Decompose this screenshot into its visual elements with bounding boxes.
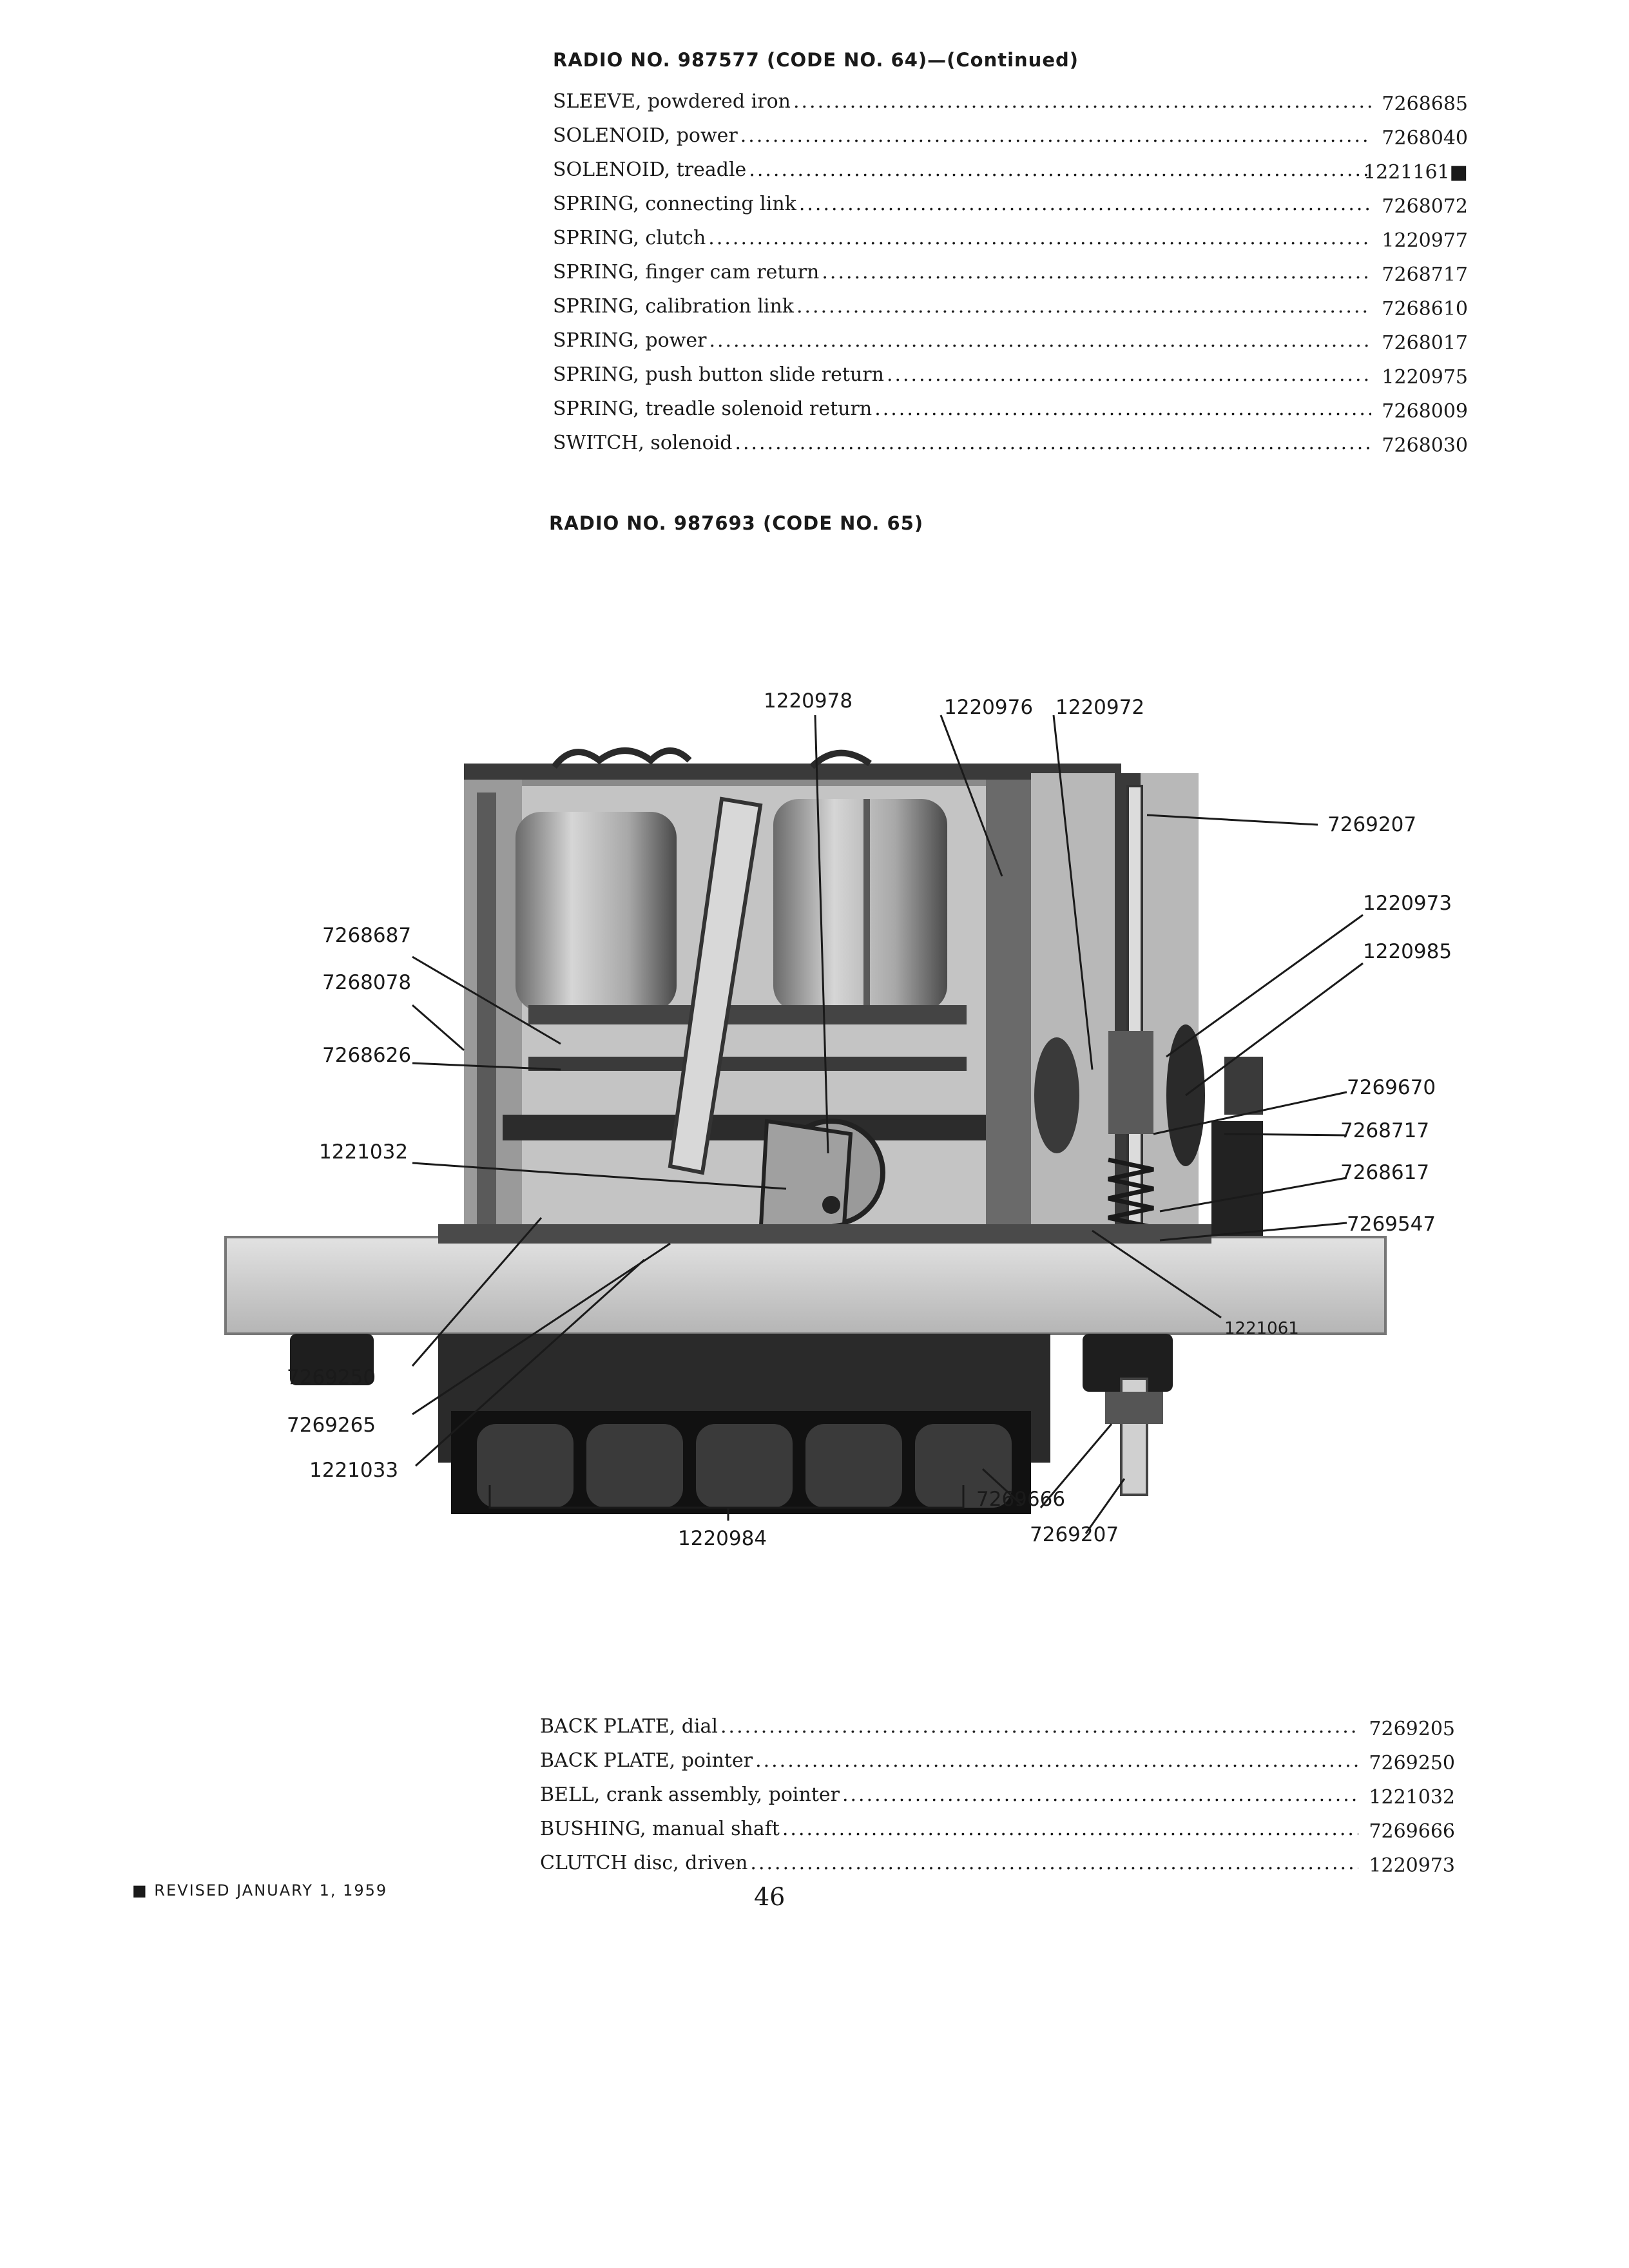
part-name: SOLENOID, power xyxy=(553,124,1371,147)
callout-7269207-top: 7269207 xyxy=(1327,813,1416,836)
part-name: CLUTCH disc, driven xyxy=(540,1852,1358,1874)
list-item: SOLENOID, treadle1221161■ xyxy=(553,151,1468,185)
part-name: SOLENOID, treadle xyxy=(553,159,1371,181)
part-name: SPRING, connecting link xyxy=(553,193,1371,215)
page-number: 46 xyxy=(754,1883,786,1911)
part-name: SPRING, push button slide return xyxy=(553,363,1371,386)
part-number: 1220977 xyxy=(1382,229,1468,252)
leader-lines xyxy=(411,715,1364,1534)
callout-1221061: 1221061 xyxy=(1224,1319,1299,1338)
part-name: SPRING, treadle solenoid return xyxy=(553,398,1371,420)
part-number: 1221032 xyxy=(1369,1786,1455,1809)
part-name: SWITCH, solenoid xyxy=(553,432,1371,454)
list-item: BACK PLATE, dial 7269205 xyxy=(540,1707,1455,1742)
part-number: 7269250 xyxy=(1369,1752,1455,1774)
part-name: SPRING, power xyxy=(553,329,1371,352)
parts-list-continued: SLEEVE, powdered iron 7268685 SOLENOID, p… xyxy=(553,82,1468,458)
list-item: SPRING, clutch 1220977 xyxy=(553,219,1468,253)
list-item: SWITCH, solenoid 7268030 xyxy=(553,424,1468,458)
part-name: BELL, crank assembly, pointer xyxy=(540,1783,1358,1806)
list-item: SOLENOID, power 7268040 xyxy=(553,117,1468,151)
part-number: 7269666 xyxy=(1369,1820,1455,1843)
callout-7269207-bottom: 7269207 xyxy=(1030,1523,1119,1546)
callout-1220973: 1220973 xyxy=(1363,892,1452,915)
callout-1220972: 1220972 xyxy=(1055,696,1144,719)
callout-7269265: 7269265 xyxy=(287,1414,376,1437)
parts-diagram: 1220978 1220976 1220972 7269207 1220973 … xyxy=(224,689,1452,1550)
list-item: CLUTCH disc, driven 1220973 xyxy=(540,1844,1455,1878)
callout-1221033: 1221033 xyxy=(309,1459,398,1482)
part-number: 7268030 xyxy=(1382,434,1468,457)
callout-7268626: 7268626 xyxy=(322,1044,411,1067)
list-item: SPRING, treadle solenoid return 7268009 xyxy=(553,390,1468,424)
list-item: BACK PLATE, pointer 7269250 xyxy=(540,1742,1455,1776)
callout-1221032: 1221032 xyxy=(319,1140,408,1164)
part-number: 1221161■ xyxy=(1364,161,1468,184)
revision-footnote: ■ REVISED JANUARY 1, 1959 xyxy=(132,1881,388,1899)
callout-7269547: 7269547 xyxy=(1347,1213,1436,1236)
list-item: BELL, crank assembly, pointer 1221032 xyxy=(540,1776,1455,1810)
list-item: SPRING, push button slide return 1220975 xyxy=(553,356,1468,390)
part-name: SPRING, finger cam return xyxy=(553,261,1371,284)
section-heading-continued: RADIO NO. 987577 (CODE NO. 64)—(Continue… xyxy=(553,49,1079,71)
part-number: 7268040 xyxy=(1382,127,1468,149)
part-number: 7268610 xyxy=(1382,298,1468,320)
callout-7268687: 7268687 xyxy=(322,924,411,947)
section-heading-new: RADIO NO. 987693 (CODE NO. 65) xyxy=(549,512,924,534)
mechanism-photo xyxy=(224,747,1387,1514)
list-item: SLEEVE, powdered iron 7268685 xyxy=(553,82,1468,117)
callout-7269666: 7269666 xyxy=(976,1488,1065,1511)
callout-7269670: 7269670 xyxy=(1347,1076,1436,1099)
callout-1220978: 1220978 xyxy=(764,689,853,713)
list-item: SPRING, power 7268017 xyxy=(553,322,1468,356)
list-item: SPRING, calibration link 7268610 xyxy=(553,287,1468,322)
callout-7269250: 7269250 xyxy=(287,1366,376,1389)
part-number: 7269205 xyxy=(1369,1718,1455,1740)
part-name: SPRING, clutch xyxy=(553,227,1371,249)
part-number: 1220975 xyxy=(1382,366,1468,389)
part-number: 7268017 xyxy=(1382,332,1468,354)
part-name: BACK PLATE, pointer xyxy=(540,1749,1358,1772)
part-number: 7268009 xyxy=(1382,400,1468,423)
callout-1220985: 1220985 xyxy=(1363,940,1452,963)
part-number: 7268072 xyxy=(1382,195,1468,218)
list-item: SPRING, finger cam return 7268717 xyxy=(553,253,1468,287)
part-number: 7268685 xyxy=(1382,93,1468,115)
parts-list-new: BACK PLATE, dial 7269205 BACK PLATE, poin… xyxy=(540,1707,1455,1878)
list-item: BUSHING, manual shaft 7269666 xyxy=(540,1810,1455,1844)
part-name: SPRING, calibration link xyxy=(553,295,1371,318)
part-name: BACK PLATE, dial xyxy=(540,1715,1358,1738)
callout-7268617: 7268617 xyxy=(1340,1161,1429,1184)
part-name: BUSHING, manual shaft xyxy=(540,1818,1358,1840)
callout-7268717: 7268717 xyxy=(1340,1119,1429,1142)
callout-7268078: 7268078 xyxy=(322,971,411,994)
part-name: SLEEVE, powdered iron xyxy=(553,90,1371,113)
part-number: 7268717 xyxy=(1382,264,1468,286)
list-item: SPRING, connecting link 7268072 xyxy=(553,185,1468,219)
callout-1220984: 1220984 xyxy=(678,1527,767,1550)
callout-1220976: 1220976 xyxy=(944,696,1033,719)
part-number: 1220973 xyxy=(1369,1854,1455,1877)
